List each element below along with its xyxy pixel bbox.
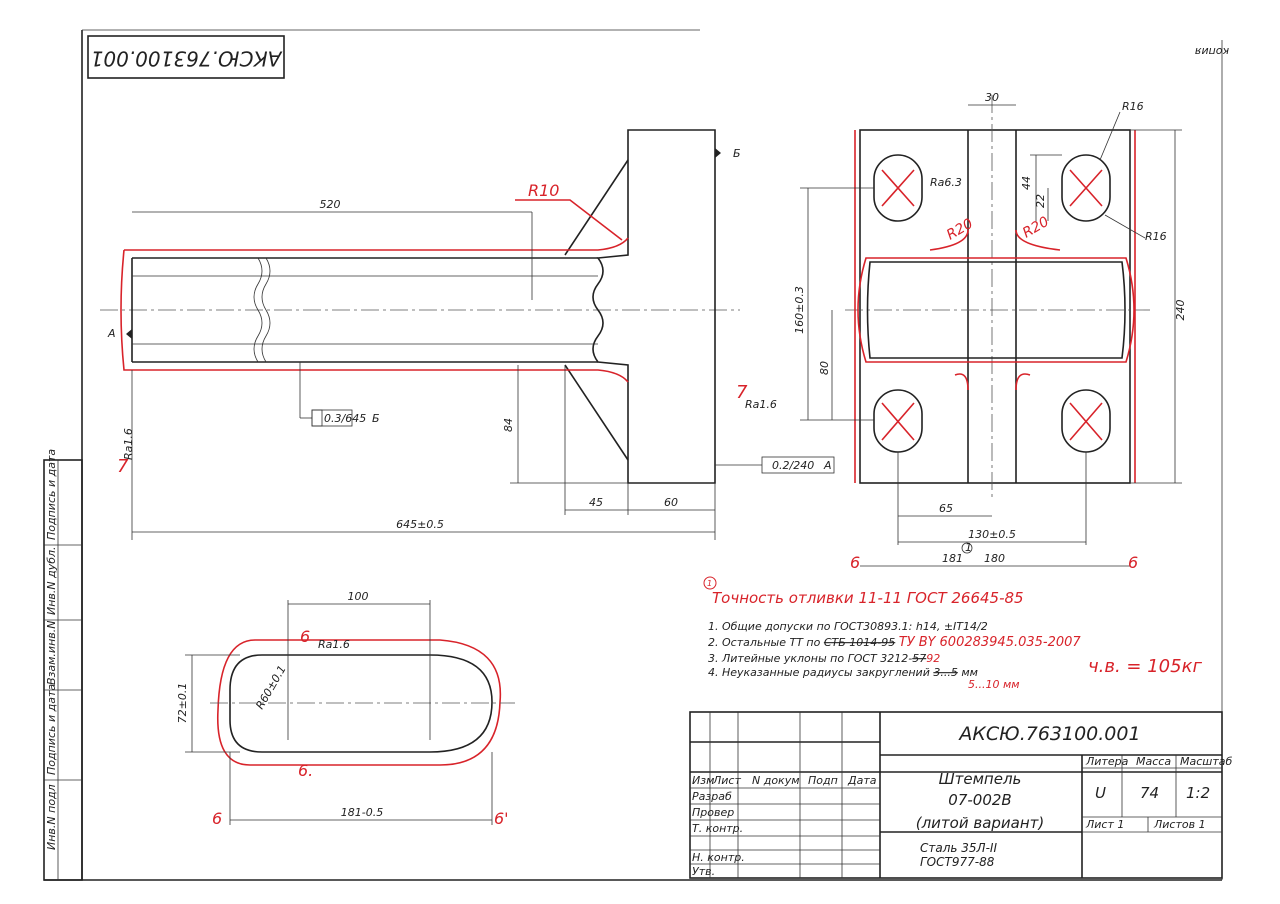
technical-notes: 1 Точность отливки 11-11 ГОСТ 26645-85 1… — [703, 576, 1202, 691]
header-izm: Изм — [692, 774, 714, 787]
dim-44: 44 — [1020, 176, 1033, 190]
weight-note: ч.в. = 105кг — [1088, 656, 1202, 677]
dim-84: 84 — [502, 418, 515, 432]
red-6-section-left: 6 — [212, 809, 222, 828]
strip-label-signature-2: Подпись и дата — [45, 449, 58, 540]
dim-100: 100 — [348, 590, 369, 603]
dim-r16-top: R16 — [1122, 100, 1144, 113]
mass-value: 74 — [1140, 784, 1159, 802]
material-line-1: Сталь 35Л-II — [920, 841, 997, 855]
red-r20-right: R20 — [1020, 214, 1052, 242]
dim-60: 60 — [664, 496, 678, 509]
dim-r16-side: R16 — [1145, 230, 1167, 243]
note-3: 3. Литейные уклоны по ГОСТ 3212-5792 — [708, 652, 940, 665]
mass-label: Масса — [1136, 755, 1171, 768]
red-6-right: 6 — [1128, 553, 1138, 572]
litera-label: Литера — [1085, 755, 1129, 768]
red-header-number: 1 — [707, 579, 712, 588]
dim-645: 645±0.5 — [396, 518, 444, 531]
red-6-bottom: 6. — [298, 761, 313, 780]
roughness-left-mark: 7 — [117, 456, 129, 477]
title-line-1: Штемпель — [939, 770, 1022, 788]
red-note-casting-accuracy: Точность отливки 11-11 ГОСТ 26645-85 — [712, 589, 1024, 607]
note-4: 4. Неуказанные радиусы закруглений 3...5… — [708, 666, 978, 679]
side-view: 30 R16 R16 Ra6.3 44 22 R20 R20 160±0.3 8… — [793, 91, 1187, 572]
dim-30: 30 — [985, 91, 999, 104]
dim-181: 181 — [942, 552, 963, 565]
front-view: 520 645±0.5 84 45 60 R10 A Б 0.3/645 Б 0… — [100, 129, 835, 540]
header-list: Лист — [712, 774, 741, 787]
inverted-doc-number-stamp: АКСЮ.763100.001 — [87, 35, 285, 79]
dim-45: 45 — [589, 496, 603, 509]
role-prover: Провер — [692, 806, 734, 819]
roughness-hole: Ra6.3 — [930, 176, 962, 189]
header-data: Дата — [847, 774, 877, 787]
scale-value: 1:2 — [1186, 784, 1210, 802]
material-line-2: ГОСТ977-88 — [920, 855, 995, 869]
title-doc-number: АКСЮ.763100.001 — [957, 723, 1140, 745]
circle-note-1: 1 — [965, 541, 972, 554]
dim-80: 80 — [818, 361, 831, 375]
red-r20-left: R20 — [944, 216, 976, 244]
sheets-label: Листов 1 — [1153, 818, 1206, 831]
title-block: АКСЮ.763100.001 Изм Лист N докум Подп Да… — [689, 711, 1232, 879]
dim-22: 22 — [1034, 194, 1047, 208]
litera-value: U — [1095, 784, 1106, 802]
role-razrab: Разраб — [692, 790, 732, 803]
strip-label-vzam-inv: Взам.инв.N — [45, 621, 58, 685]
inverted-doc-number: АКСЮ.763100.001 — [91, 47, 284, 71]
side-strip: Инв.N подл Подпись и дата Взам.инв.N Инв… — [43, 449, 83, 881]
tolerance-straightness: 0.3/645 — [324, 412, 366, 425]
corner-note: копия — [1194, 45, 1229, 58]
role-utv: Утв. — [692, 865, 715, 878]
section-roughness: Ra1.6 — [318, 638, 350, 651]
dim-181-section: 181-0.5 — [341, 806, 383, 819]
strip-label-signature-1: Подпись и дата — [45, 684, 58, 775]
scale-label: Масштаб — [1180, 755, 1232, 768]
section-view: 100 72±0.1 R60±0.1 Ra1.6 6 6. 181-0.5 6 … — [176, 590, 515, 828]
sheet-label: Лист 1 — [1085, 818, 1124, 831]
strip-label-inv-dubl: Инв.N дубл. — [45, 546, 58, 615]
dim-180: 180 — [984, 552, 1005, 565]
red-6-left: 6 — [850, 553, 860, 572]
dim-65: 65 — [939, 502, 953, 515]
title-line-2: 07-002В — [948, 791, 1011, 809]
tolerance-parallel-datum: A — [823, 459, 832, 472]
datum-a: A — [107, 327, 116, 340]
dim-72: 72±0.1 — [176, 683, 189, 724]
red-6-top: 6 — [300, 627, 310, 646]
red-6-section-right: 6' — [494, 809, 509, 828]
section-radius: R60±0.1 — [253, 663, 288, 711]
title-line-3: (литой вариант) — [916, 814, 1045, 832]
dim-520: 520 — [320, 198, 341, 211]
tolerance-parallel: 0.2/240 — [772, 459, 814, 472]
roughness-face: Ra1.6 — [745, 398, 777, 411]
strip-label-inv-podl: Инв.N подл — [45, 784, 58, 850]
red-radius-r10: R10 — [528, 181, 559, 200]
role-t-kontr: Т. контр. — [692, 822, 743, 835]
note-1: 1. Общие допуски по ГОСТ30893.1: h14, ±I… — [708, 620, 988, 633]
roughness-face-mark: 7 — [736, 382, 748, 403]
datum-b: Б — [733, 147, 741, 160]
roughness-left: Ra1.6 — [122, 428, 135, 460]
dim-130: 130±0.5 — [968, 528, 1016, 541]
header-podp: Подп — [808, 774, 838, 787]
tolerance-straightness-datum: Б — [372, 412, 380, 425]
dim-240: 240 — [1174, 300, 1187, 321]
note-2: 2. Остальные ТТ по СТБ 1014-95 ТУ BY 600… — [708, 635, 1081, 650]
note-4-red-correction: 5...10 мм — [968, 678, 1020, 691]
drawing-frame — [44, 29, 1223, 881]
header-n-dokum: N докум — [752, 774, 800, 787]
dim-160: 160±0.3 — [793, 286, 806, 334]
role-n-kontr: Н. контр. — [692, 851, 745, 864]
